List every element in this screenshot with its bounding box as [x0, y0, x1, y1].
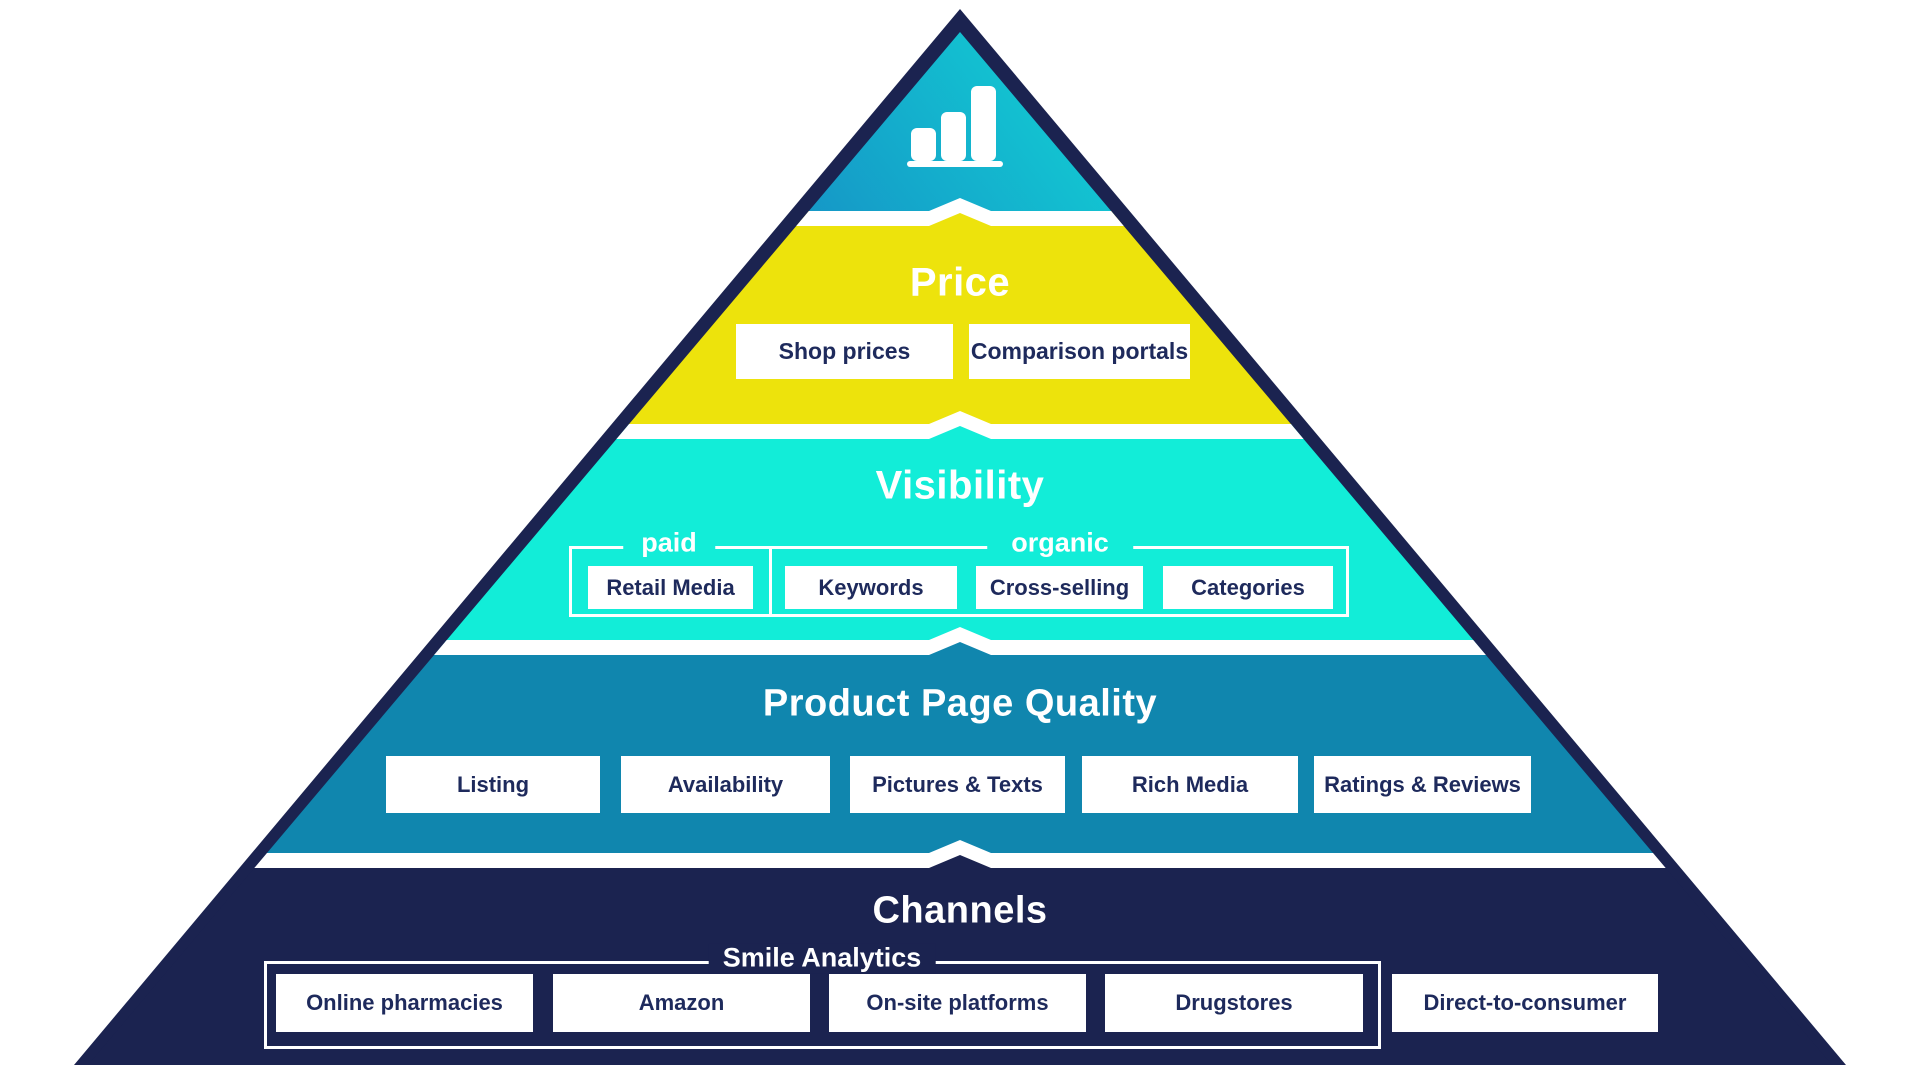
- drugstores-box: Drugstores: [1105, 974, 1363, 1032]
- categories-box: Categories: [1163, 566, 1333, 609]
- cross-selling-box: Cross-selling: [976, 566, 1143, 609]
- bar-chart-icon-bar-large: [971, 86, 996, 161]
- price-layer-band: [88, 211, 1832, 426]
- availability-box: Availability: [621, 756, 830, 813]
- comparison-portals-box: Comparison portals: [969, 324, 1190, 379]
- amazon-box: Amazon: [553, 974, 810, 1032]
- listing-box: Listing: [386, 756, 600, 813]
- price-layer-title: Price: [909, 260, 1011, 305]
- shop-prices-box: Shop prices: [736, 324, 953, 379]
- bar-chart-icon: [905, 80, 1005, 170]
- paid-group-label: paid: [623, 528, 715, 559]
- ratings-reviews-box: Ratings & Reviews: [1314, 756, 1531, 813]
- visibility-layer-title: Visibility: [875, 463, 1045, 508]
- bar-chart-icon-bar-medium: [941, 112, 966, 161]
- product-page-quality-layer-title: Product Page Quality: [762, 682, 1158, 725]
- keywords-box: Keywords: [785, 566, 957, 609]
- visibility-group-box: [569, 546, 1349, 617]
- smile-analytics-label: Smile Analytics: [708, 943, 936, 974]
- separator-chevron-3: [88, 627, 1832, 655]
- bar-chart-icon-bar-small: [911, 128, 936, 161]
- pictures-texts-box: Pictures & Texts: [850, 756, 1065, 813]
- bar-chart-icon-baseline: [907, 161, 1003, 167]
- rich-media-box: Rich Media: [1082, 756, 1298, 813]
- on-site-platforms-box: On-site platforms: [829, 974, 1086, 1032]
- direct-to-consumer-box: Direct-to-consumer: [1392, 974, 1658, 1032]
- channels-layer-title: Channels: [872, 889, 1048, 932]
- retail-media-box: Retail Media: [588, 566, 753, 609]
- paid-organic-divider: [769, 549, 772, 614]
- online-pharmacies-box: Online pharmacies: [276, 974, 533, 1032]
- organic-group-label: organic: [987, 528, 1133, 559]
- separator-chevron-4: [88, 840, 1832, 868]
